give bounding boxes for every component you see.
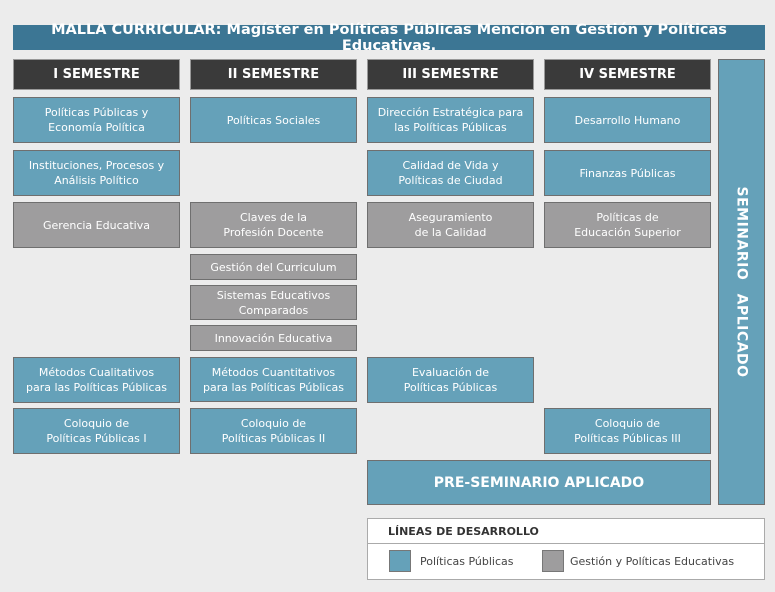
header-semester-1: I SEMESTRE [13,59,180,90]
header-semester-3: III SEMESTRE [367,59,534,90]
seminario-label: SEMINARIO APLICADO [733,186,750,378]
course-box: Coloquio de Políticas Públicas II [190,408,357,454]
legend-title: LÍNEAS DE DESARROLLO [388,525,539,538]
course-box: Dirección Estratégica para las Políticas… [367,97,534,143]
course-box: Métodos Cuantitativos para las Políticas… [190,357,357,402]
legend-label: Políticas Públicas [420,555,514,568]
course-box: Políticas Públicas y Economía Política [13,97,180,143]
course-box: Finanzas Públicas [544,150,711,196]
course-box: Métodos Cualitativos para las Políticas … [13,357,180,403]
legend: LÍNEAS DE DESARROLLO Políticas Públicas … [367,518,765,580]
course-box: Innovación Educativa [190,325,357,351]
header-semester-2: II SEMESTRE [190,59,357,90]
course-box: Evaluación de Políticas Públicas [367,357,534,403]
pre-seminario-box: PRE-SEMINARIO APLICADO [367,460,711,505]
legend-swatch-gray [542,550,564,572]
seminario-aplicado-box: SEMINARIO APLICADO [718,59,765,505]
page-title: MALLA CURRICULAR: Magíster en Políticas … [13,22,765,54]
course-box: Sistemas Educativos Comparados [190,285,357,320]
course-box: Gestión del Curriculum [190,254,357,280]
course-box: Desarrollo Humano [544,97,711,143]
course-box: Instituciones, Procesos y Análisis Polít… [13,150,180,196]
course-box: Coloquio de Políticas Públicas I [13,408,180,454]
course-box: Calidad de Vida y Políticas de Ciudad [367,150,534,196]
course-box: Gerencia Educativa [13,202,180,248]
course-box: Aseguramiento de la Calidad [367,202,534,248]
legend-divider [368,543,764,544]
course-box: Políticas de Educación Superior [544,202,711,248]
legend-label: Gestión y Políticas Educativas [570,555,735,568]
course-box: Claves de la Profesión Docente [190,202,357,248]
course-box: Políticas Sociales [190,97,357,143]
legend-swatch-blue [389,550,411,572]
header-semester-4: IV SEMESTRE [544,59,711,90]
course-box: Coloquio de Políticas Públicas III [544,408,711,454]
